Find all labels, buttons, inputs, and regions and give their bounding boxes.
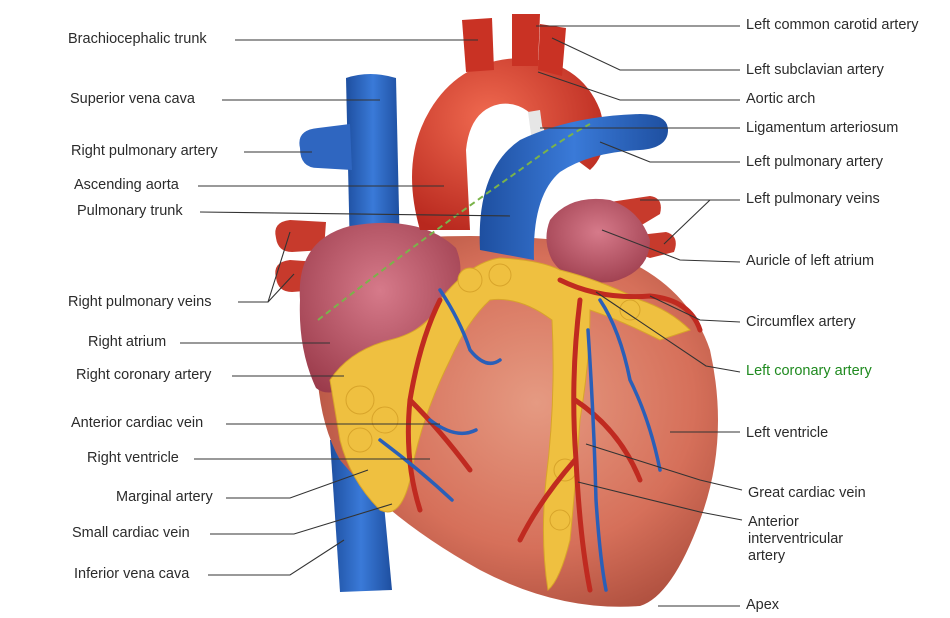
label-left-coronary-artery: Left coronary artery [746, 363, 872, 379]
superior-vena-cava-shape [346, 74, 400, 255]
label-apex: Apex [746, 597, 780, 613]
label-ligamentum-arteriosum: Ligamentum arteriosum [746, 120, 899, 136]
label-anterior-interventricular-line-3: artery [748, 548, 786, 564]
label-great-cardiac-vein: Great cardiac vein [748, 485, 866, 501]
label-anterior-interventricular-artery: Anterior interventricular artery [748, 514, 843, 565]
label-marginal-artery: Marginal artery [116, 489, 213, 505]
label-left-pulmonary-artery: Left pulmonary artery [746, 154, 884, 170]
label-anterior-interventricular-line-1: Anterior [748, 514, 799, 530]
label-auricle-of-left-atrium: Auricle of left atrium [746, 253, 875, 269]
coronary-arteries [405, 277, 703, 593]
label-right-ventricle: Right ventricle [87, 450, 179, 466]
brachiocephalic-trunk-shape [462, 18, 494, 72]
left-common-carotid-shape [512, 14, 540, 66]
label-aortic-arch: Aortic arch [746, 91, 816, 107]
label-right-coronary-artery: Right coronary artery [76, 367, 212, 383]
left-subclavian-shape [538, 24, 566, 76]
label-inferior-vena-cava: Inferior vena cava [74, 566, 190, 582]
right-pulmonary-artery-shape [299, 124, 352, 170]
label-circumflex-artery: Circumflex artery [746, 314, 856, 330]
aorta-shape [412, 58, 605, 230]
pericardial-line [317, 123, 591, 321]
label-small-cardiac-vein: Small cardiac vein [72, 525, 190, 541]
label-left-pulmonary-veins: Left pulmonary veins [746, 191, 880, 207]
right-pulmonary-vein-upper [275, 220, 326, 252]
label-pulmonary-trunk: Pulmonary trunk [77, 203, 183, 219]
label-left-ventricle: Left ventricle [746, 425, 829, 441]
label-brachiocephalic-trunk: Brachiocephalic trunk [68, 31, 207, 47]
coronary-fat [329, 257, 691, 591]
label-right-pulmonary-artery: Right pulmonary artery [71, 143, 218, 159]
label-anterior-cardiac-vein: Anterior cardiac vein [71, 415, 204, 431]
left-auricle-shape [546, 198, 650, 283]
label-left-common-carotid-artery: Left common carotid artery [746, 17, 919, 33]
label-left-subclavian-artery: Left subclavian artery [746, 62, 884, 78]
label-anterior-interventricular-line-2: interventricular [748, 531, 844, 547]
right-atrium-shape [299, 222, 461, 393]
label-right-atrium: Right atrium [88, 334, 167, 350]
cardiac-veins [378, 288, 662, 592]
label-right-pulmonary-veins: Right pulmonary veins [68, 294, 212, 310]
label-superior-vena-cava: Superior vena cava [70, 91, 195, 107]
leader-lines [180, 25, 743, 607]
label-ascending-aorta: Ascending aorta [74, 177, 179, 193]
